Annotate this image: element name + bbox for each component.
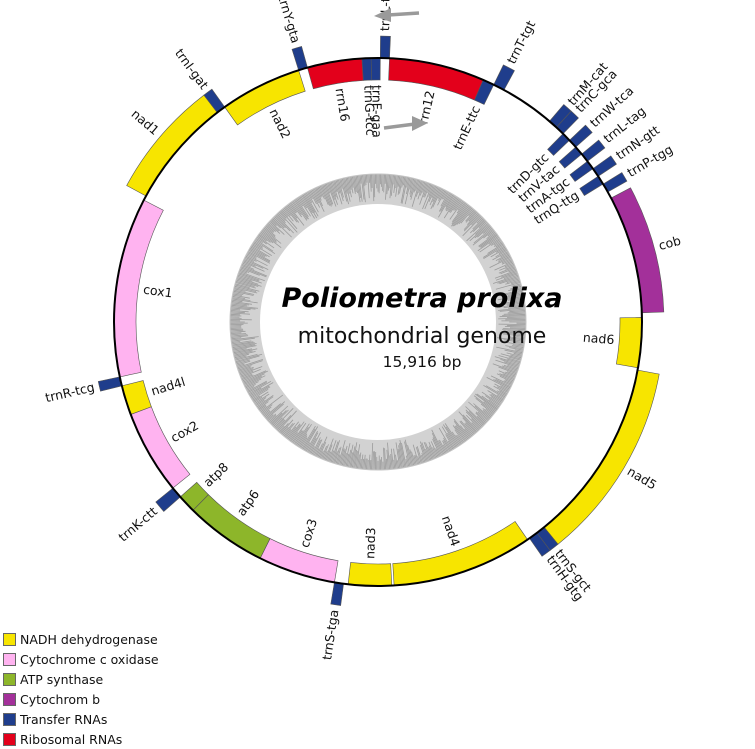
gene-trnS-tga: [330, 582, 344, 606]
gene-label-nad5: nad5: [625, 463, 660, 492]
gene-trnF-gaa: [370, 57, 381, 81]
legend-item: NADH dehydrogenase: [3, 629, 233, 649]
gene-cob: [610, 187, 665, 314]
direction-arrow-outer: [374, 8, 420, 22]
gene-label-nad1: nad1: [129, 106, 163, 138]
legend-swatch: [3, 692, 16, 706]
legend-label: Cytochrome c oxidase: [20, 651, 159, 667]
gene-label-atp8: atp8: [200, 459, 231, 489]
legend-swatch: [3, 672, 16, 686]
gene-cox2: [130, 406, 191, 489]
genome-subtitle: mitochondrial genome: [298, 324, 547, 349]
gene-trnG-tcc: [361, 57, 372, 81]
gene-nad4: [392, 521, 528, 586]
gene-label-nad2: nad2: [266, 106, 293, 141]
gene-label-cox3: cox3: [297, 517, 320, 550]
gene-nad6: [615, 317, 643, 369]
gc-content-ring: [229, 173, 527, 471]
legend-item: ATP synthase: [3, 669, 233, 689]
legend-item: Transfer RNAs: [3, 709, 233, 729]
gene-label-trnT-tgt: trnT-tgt: [504, 18, 539, 66]
gene-label-nad6: nad6: [582, 330, 615, 347]
gene-label-nad4l: nad4l: [149, 374, 187, 399]
gene-label-rrn16: rrn16: [332, 87, 352, 123]
gene-label-cox1: cox1: [142, 282, 173, 301]
gene-label-rrn12: rrn12: [415, 89, 437, 125]
legend-swatch: [3, 712, 16, 726]
gene-label-nad3: nad3: [362, 527, 378, 559]
gene-label-cob: cob: [657, 233, 683, 253]
legend-swatch: [3, 732, 16, 746]
legend-label: NADH dehydrogenase: [20, 631, 158, 647]
gene-nad5: [543, 369, 660, 545]
gene-nad2: [224, 69, 306, 126]
gene-label-cox2: cox2: [168, 418, 201, 446]
legend-item: Cytochrome c oxidase: [3, 649, 233, 669]
gene-label-trnI-gat: trnI-gat: [172, 46, 212, 92]
legend-label: Transfer RNAs: [20, 711, 108, 727]
gene-trnR-tcg: [97, 376, 123, 392]
gene-rrn16: [307, 58, 364, 90]
gene-label-trnE-ttc: trnE-ttc: [450, 103, 483, 152]
legend-label: Cytochrom b: [20, 691, 101, 707]
gene-label-trnR-tcg: trnR-tcg: [44, 379, 96, 405]
legend-label: ATP synthase: [20, 671, 104, 687]
gene-label-nad4: nad4: [439, 514, 463, 549]
gene-nad3: [347, 562, 393, 587]
species-name: Poliometra prolixa: [281, 283, 562, 314]
gene-label-trnS-tga: trnS-tga: [319, 609, 341, 661]
gene-label-trnF-gaa: trnF-gaa: [369, 85, 384, 138]
gene-label-atp6: atp6: [233, 487, 262, 519]
legend-swatch: [3, 632, 16, 646]
gene-label-trnK-ctt: trnK-ctt: [115, 503, 160, 544]
legend-item: Ribosomal RNAs: [3, 729, 233, 749]
genome-backbone: [113, 57, 643, 587]
direction-arrow-inner: [383, 116, 428, 131]
legend-swatch: [3, 652, 16, 666]
gene-label-trnY-gta: trnY-gta: [275, 0, 303, 45]
legend-item: Cytochrom b: [3, 689, 233, 709]
gene-trnY-gta: [291, 46, 308, 71]
gene-label-trnG-tcc: trnG-tcc: [361, 85, 378, 136]
gene-atp6: [192, 494, 271, 559]
genome-size: 15,916 bp: [383, 353, 462, 371]
gene-trnL-taa: [379, 35, 391, 59]
legend-label: Ribosomal RNAs: [20, 731, 123, 747]
